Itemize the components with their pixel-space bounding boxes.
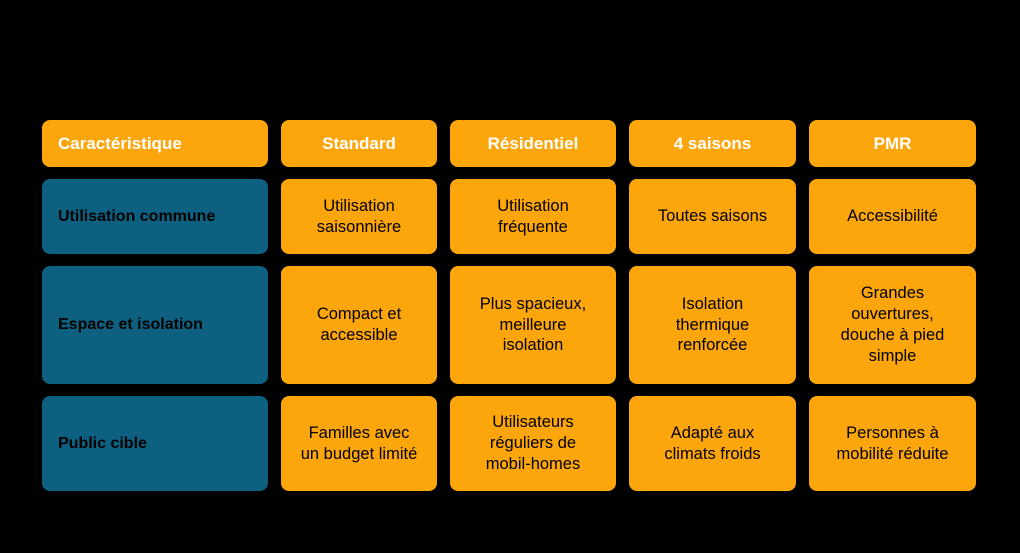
column-header-standard: Standard bbox=[281, 120, 437, 167]
table-cell: Accessibilité bbox=[809, 179, 976, 254]
column-header-residentiel: Résidentiel bbox=[450, 120, 616, 167]
row-label-espace-et-isolation: Espace et isolation bbox=[42, 266, 268, 384]
comparison-table: Caractéristique Standard Résidentiel 4 s… bbox=[42, 120, 976, 491]
table-cell: Compact et accessible bbox=[281, 266, 437, 384]
row-label-utilisation-commune: Utilisation commune bbox=[42, 179, 268, 254]
table-cell: Toutes saisons bbox=[629, 179, 796, 254]
column-header-4-saisons: 4 saisons bbox=[629, 120, 796, 167]
table-cell: Grandes ouvertures, douche à pied simple bbox=[809, 266, 976, 384]
column-header-caracteristique: Caractéristique bbox=[42, 120, 268, 167]
column-header-pmr: PMR bbox=[809, 120, 976, 167]
table-cell: Isolation thermique renforcée bbox=[629, 266, 796, 384]
table-cell: Personnes à mobilité réduite bbox=[809, 396, 976, 491]
table-cell: Utilisateurs réguliers de mobil-homes bbox=[450, 396, 616, 491]
table-cell: Adapté aux climats froids bbox=[629, 396, 796, 491]
row-label-public-cible: Public cible bbox=[42, 396, 268, 491]
table-cell: Plus spacieux, meilleure isolation bbox=[450, 266, 616, 384]
table-cell: Utilisation saisonnière bbox=[281, 179, 437, 254]
table-cell: Utilisation fréquente bbox=[450, 179, 616, 254]
table-cell: Familles avec un budget limité bbox=[281, 396, 437, 491]
